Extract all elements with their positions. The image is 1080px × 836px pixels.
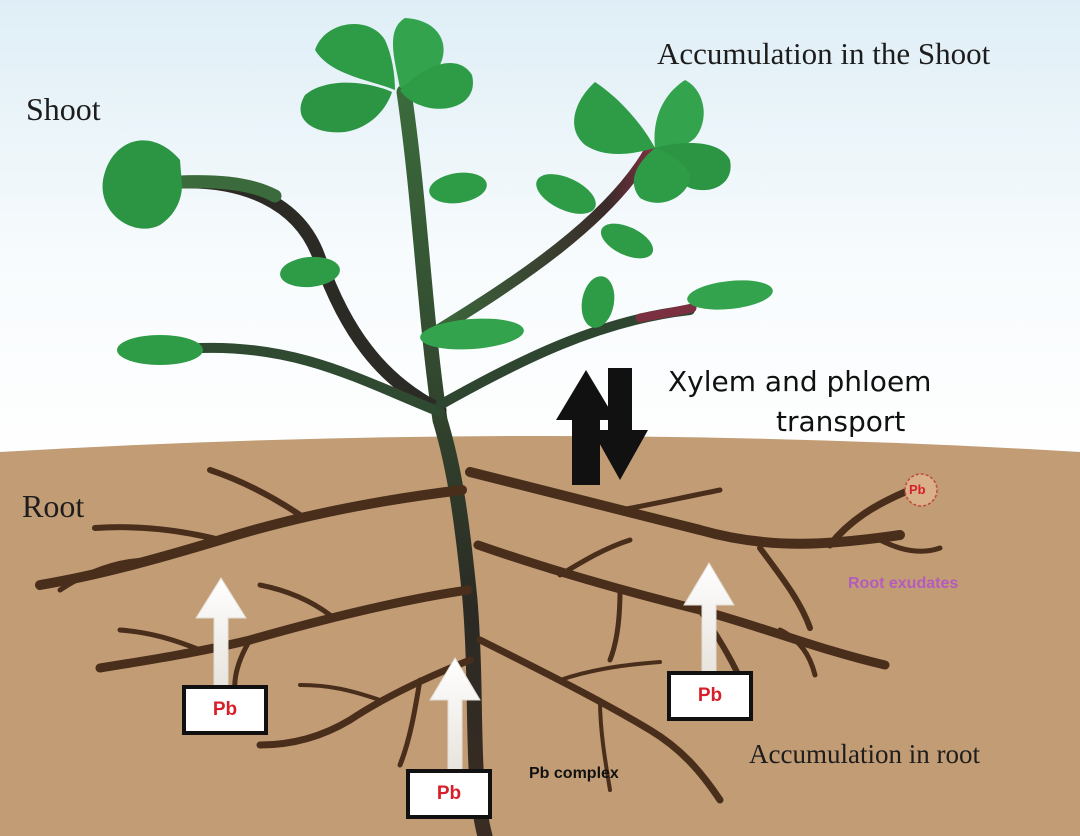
pb-particle-label: Pb <box>909 483 926 496</box>
pb-complex-label: Pb complex <box>529 766 619 782</box>
transport-label-line2: transport <box>776 408 905 436</box>
root-label: Root <box>22 490 84 522</box>
pb-box-right: Pb <box>667 671 753 721</box>
accumulation-root-label: Accumulation in root <box>749 741 980 768</box>
root-exudates-label: Root exudates <box>848 576 958 592</box>
shoot-label: Shoot <box>26 93 101 125</box>
pb-box-left: Pb <box>182 685 268 735</box>
pb-box-center: Pb <box>406 769 492 819</box>
transport-label-line1: Xylem and phloem <box>668 368 931 396</box>
accumulation-shoot-label: Accumulation in the Shoot <box>657 38 990 69</box>
